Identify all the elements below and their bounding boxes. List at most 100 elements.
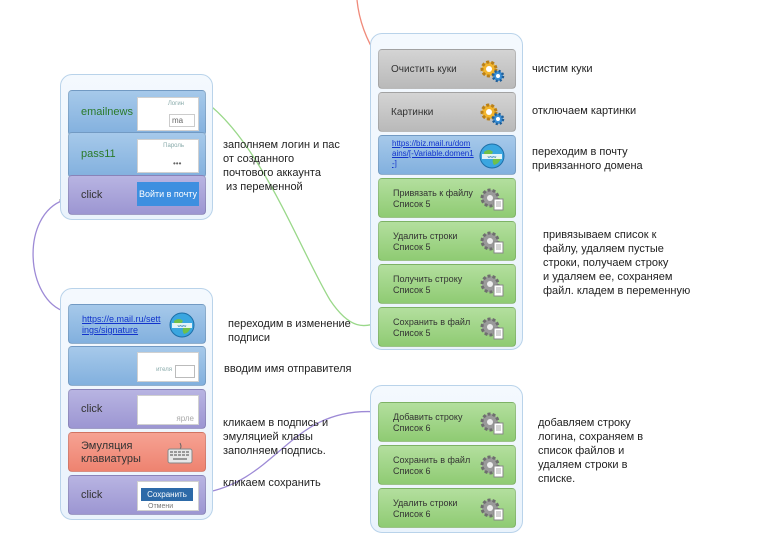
url-link-line3[interactable]: -] xyxy=(392,159,397,168)
left-group-signature: https://e.mail.ru/sett ings/signature ww… xyxy=(60,288,213,520)
thumb-login-button: Войти в почту xyxy=(137,182,199,206)
note-add-line: добавляем строку логина, сохраняем в спи… xyxy=(538,416,643,486)
connector-purple-bottom xyxy=(202,410,380,494)
connector-green xyxy=(202,99,380,327)
url-link-line2[interactable]: ains/[-Variable.domen1 xyxy=(392,149,474,158)
keyboard-icon xyxy=(167,442,193,464)
gears-icon xyxy=(480,103,505,126)
note-line: привязываем список к xyxy=(543,229,657,241)
thumb-value: ma xyxy=(169,114,195,127)
block-line1: Получить строку xyxy=(393,274,463,284)
block-thumbnail: Сохранить Отмени xyxy=(137,481,199,511)
note-disable-images: отключаем картинки xyxy=(532,105,637,117)
block-thumbnail: Логин ma xyxy=(137,97,199,131)
note-line: удаляем строки в xyxy=(538,459,628,471)
block-keyboard-emulation[interactable]: Эмуляция клавиатуры xyxy=(68,432,206,472)
block-label-line1: Эмуляция xyxy=(81,440,133,452)
block-line1: Привязать к файлу xyxy=(393,188,473,198)
left-group-login: emailnews Логин ma pass11 Пароль ••• cli… xyxy=(60,74,213,220)
thumb-caption: ителя xyxy=(156,367,172,373)
block-thumbnail: Пароль ••• xyxy=(137,139,199,173)
thumb-input xyxy=(175,365,195,378)
thumb-caption: Логин xyxy=(167,101,184,107)
url-link-line1[interactable]: https://biz.mail.ru/dom xyxy=(392,139,471,148)
note-line: и удаляем ее, сохраняем xyxy=(543,271,673,283)
block-label: Картинки xyxy=(391,107,434,118)
block-line1: Удалить строки xyxy=(393,231,458,241)
block-line2: Список 6 xyxy=(393,509,431,519)
note-line: переходим в изменение xyxy=(228,318,351,330)
block-delete-lines[interactable]: Удалить строки Список 5 xyxy=(378,221,516,261)
thumb-under-text: Отмени xyxy=(148,503,174,510)
block-save-file[interactable]: Сохранить в файл Список 5 xyxy=(378,307,516,347)
block-open-signature-url[interactable]: https://e.mail.ru/sett ings/signature ww… xyxy=(68,304,206,344)
right-group-list6: Добавить строку Список 6 Сохранить в фай… xyxy=(370,385,523,533)
note-line: файлу, удаляем пустые xyxy=(543,243,664,255)
block-label: click xyxy=(81,489,103,501)
block-line1: Удалить строки xyxy=(393,498,458,508)
note-sender-name: вводим имя отправителя xyxy=(224,363,352,375)
note-line: списке. xyxy=(538,473,576,485)
gear-doc-icon xyxy=(480,412,504,435)
block-line1: Сохранить в файл xyxy=(393,317,471,327)
block-label: click xyxy=(81,403,103,415)
note-line: переходим в почту xyxy=(532,146,628,158)
svg-text:www: www xyxy=(488,154,497,159)
note-line: от созданного xyxy=(223,153,295,165)
note-clear-cookies: чистим куки xyxy=(532,63,593,75)
block-line1: Добавить строку xyxy=(393,412,463,422)
block-save-file-6[interactable]: Сохранить в файл Список 6 xyxy=(378,445,516,485)
gear-doc-icon xyxy=(480,231,504,254)
block-click-save[interactable]: click Сохранить Отмени xyxy=(68,475,206,515)
block-line2: Список 5 xyxy=(393,328,431,338)
note-line: добавляем строку xyxy=(538,417,631,429)
note-goto-mail: переходим в почту привязанного домена xyxy=(532,145,643,173)
thumb-caption: ярле xyxy=(176,414,194,423)
note-list-ops: привязываем список к файлу, удаляем пуст… xyxy=(543,228,690,298)
block-line2: Список 6 xyxy=(393,423,431,433)
block-click-signature[interactable]: click ярле xyxy=(68,389,206,429)
globe-icon: www xyxy=(479,143,505,169)
gears-icon xyxy=(480,60,505,83)
block-images[interactable]: Картинки xyxy=(378,92,516,132)
note-line: привязанного домена xyxy=(532,160,643,172)
block-get-line[interactable]: Получить строку Список 5 xyxy=(378,264,516,304)
note-line: из переменной xyxy=(223,181,303,193)
block-line2: Список 5 xyxy=(393,285,431,295)
block-label: pass11 xyxy=(81,148,116,160)
block-label: emailnews xyxy=(81,106,133,118)
block-thumbnail: ярле xyxy=(137,395,199,425)
note-line: список файлов и xyxy=(538,445,625,457)
block-sender-name[interactable]: ителя xyxy=(68,346,206,386)
right-group-domain: Очистить куки Картинки https://biz.mail.… xyxy=(370,33,523,350)
gear-doc-icon xyxy=(480,188,504,211)
connector-purple-left xyxy=(32,199,67,313)
note-line: логина, сохраняем в xyxy=(538,431,644,443)
block-add-line[interactable]: Добавить строку Список 6 xyxy=(378,402,516,442)
url-link-line1[interactable]: https://e.mail.ru/sett xyxy=(82,314,161,324)
note-line: строки, получаем строку xyxy=(543,257,669,269)
note-login-pass: заполняем логин и пас от созданного почт… xyxy=(223,138,340,194)
note-line: заполняем логин и пас xyxy=(223,139,340,151)
thumb-value: ••• xyxy=(173,159,182,168)
block-clear-cookies[interactable]: Очистить куки xyxy=(378,49,516,89)
note-line: почтового аккаунта xyxy=(223,167,321,179)
note-line: эмуляцией клавы xyxy=(223,431,313,443)
note-click-save: кликаем сохранить xyxy=(223,477,321,489)
block-delete-lines-6[interactable]: Удалить строки Список 6 xyxy=(378,488,516,528)
block-thumbnail: ителя xyxy=(137,352,199,382)
block-open-domain-url[interactable]: https://biz.mail.ru/dom ains/[-Variable.… xyxy=(378,135,516,175)
note-line: кликаем в подпись и xyxy=(223,417,329,429)
url-link-line2[interactable]: ings/signature xyxy=(82,325,139,335)
block-click-login[interactable]: click Войти в почту xyxy=(68,175,206,215)
block-bind-file[interactable]: Привязать к файлу Список 5 xyxy=(378,178,516,218)
block-line2: Список 5 xyxy=(393,199,431,209)
thumb-save-button: Сохранить xyxy=(141,488,193,501)
block-label: click xyxy=(81,189,103,201)
block-emailnews[interactable]: emailnews Логин ma xyxy=(68,90,206,136)
svg-text:www: www xyxy=(178,323,187,328)
note-line: файл. кладем в переменную xyxy=(543,285,691,297)
note-signature-go: переходим в изменение подписи xyxy=(228,317,351,345)
block-label-line2: клавиатуры xyxy=(81,453,141,465)
block-pass11[interactable]: pass11 Пароль ••• xyxy=(68,132,206,178)
